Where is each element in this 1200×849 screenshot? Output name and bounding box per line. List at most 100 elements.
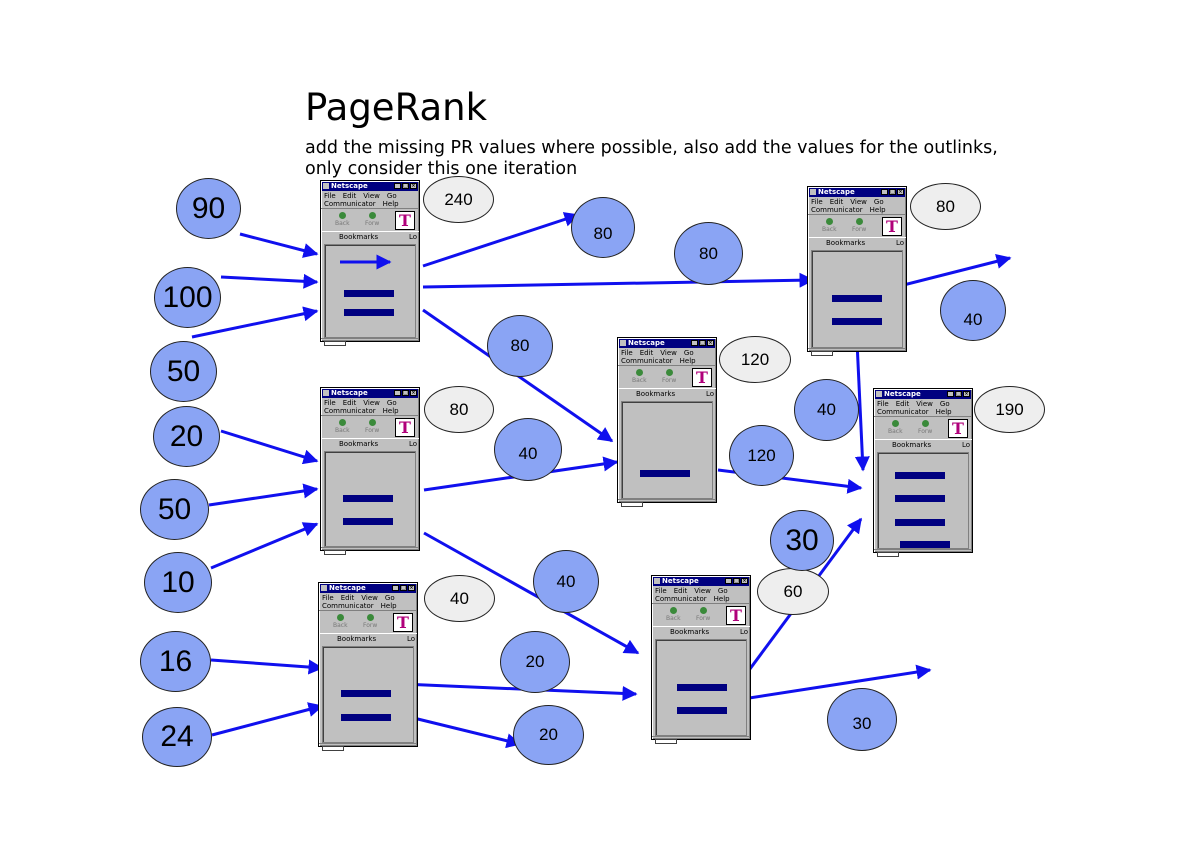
page-pr-bubble: 80 <box>424 386 494 433</box>
input-pr-bubble: 10 <box>144 552 212 613</box>
window-titlebar: Netscape_□× <box>809 188 905 197</box>
input-pr-bubble: 50 <box>140 479 209 540</box>
link-value-bubble: 40 <box>494 418 562 481</box>
forward-icon <box>369 212 376 219</box>
input-pr-bubble: 16 <box>140 631 211 692</box>
page-subtitle: add the missing PR values where possible… <box>305 138 998 179</box>
arrow-in-100 <box>220 273 319 289</box>
status-bar <box>874 549 972 560</box>
window-titlebar: Netscape_□× <box>322 182 418 191</box>
page-content <box>322 646 414 743</box>
page-content <box>621 401 713 499</box>
arrow-g-out <box>729 664 932 703</box>
page-pr-bubble: 190 <box>974 386 1045 433</box>
input-pr-bubble: 24 <box>142 707 212 767</box>
link-value-bubble: 80 <box>571 197 635 258</box>
t-logo-icon: T <box>393 613 413 632</box>
arrow-in-24 <box>211 702 324 737</box>
forward-icon <box>369 419 376 426</box>
arrow-a-out1 <box>422 212 580 268</box>
status-bar <box>319 743 417 754</box>
back-icon <box>670 607 677 614</box>
status-bar <box>808 348 906 359</box>
window-titlebar: Netscape_□× <box>322 389 418 398</box>
forward-icon <box>856 218 863 225</box>
back-icon <box>826 218 833 225</box>
link-value-bubble: 40 <box>940 280 1006 341</box>
page-title: PageRank <box>305 86 488 129</box>
t-logo-icon: T <box>395 418 415 437</box>
arrow-a-to-b <box>422 272 815 289</box>
t-logo-icon: T <box>948 419 968 438</box>
page-pr-bubble: 60 <box>757 568 829 615</box>
arrow-in-10 <box>210 522 319 570</box>
arrow-in-90 <box>239 232 319 258</box>
forward-icon <box>700 607 707 614</box>
page-content <box>324 244 416 338</box>
link-value-bubble: 30 <box>827 688 897 751</box>
link-value-bubble: 20 <box>513 705 584 765</box>
page-content <box>877 452 969 549</box>
page-content <box>324 451 416 547</box>
page-content <box>811 250 903 348</box>
back-icon <box>636 369 643 376</box>
forward-icon <box>666 369 673 376</box>
back-icon <box>892 420 899 427</box>
arrow-d-to-g <box>423 531 640 655</box>
t-logo-icon: T <box>692 368 712 387</box>
page-pr-bubble: 40 <box>424 575 495 622</box>
page-pr-bubble: 240 <box>423 176 494 223</box>
arrow-in-20 <box>220 429 319 465</box>
back-icon <box>339 419 346 426</box>
window-titlebar: Netscape_□× <box>320 584 416 593</box>
window-titlebar: Netscape_□× <box>619 339 715 348</box>
forward-icon <box>922 420 929 427</box>
link-value-bubble: 80 <box>674 222 743 285</box>
input-pr-bubble: 90 <box>176 178 241 239</box>
link-value-bubble: 40 <box>533 550 599 613</box>
input-pr-bubble: 50 <box>150 341 217 402</box>
t-logo-icon: T <box>726 606 746 625</box>
link-value-bubble: 20 <box>500 631 570 693</box>
page-pr-bubble: 120 <box>719 336 791 383</box>
page-content <box>655 639 747 736</box>
window-titlebar: Netscape_□× <box>875 390 971 399</box>
link-value-bubble: 80 <box>487 315 553 377</box>
back-icon <box>339 212 346 219</box>
status-bar <box>321 338 419 349</box>
window-titlebar: Netscape_□× <box>653 577 749 586</box>
link-value-bubble: 120 <box>729 425 794 486</box>
status-bar <box>618 499 716 510</box>
forward-icon <box>367 614 374 621</box>
link-value-bubble: 30 <box>770 510 834 571</box>
link-value-bubble: 40 <box>794 379 859 441</box>
